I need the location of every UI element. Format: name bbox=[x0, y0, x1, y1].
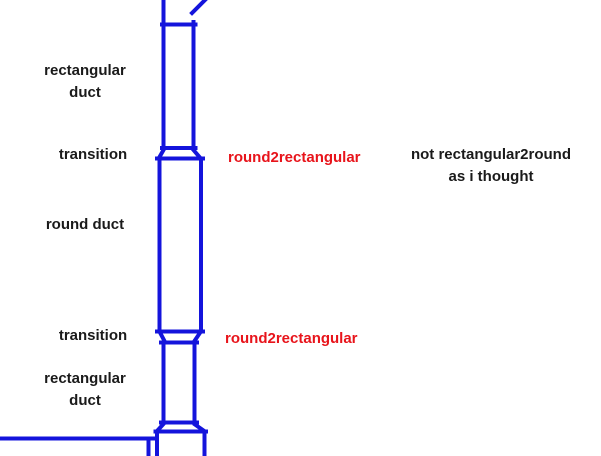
label-transition-top: transition bbox=[58, 146, 128, 163]
duct-elbow-top bbox=[160, 0, 208, 27]
duct-bottom-collar bbox=[153, 420, 208, 456]
transition-lower bbox=[155, 329, 205, 345]
label-rectangular-duct-bottom: rectangular duct bbox=[44, 370, 126, 409]
label-transition-bottom: transition bbox=[58, 327, 128, 344]
annotation-round2rectangular-bottom: round2rectangular bbox=[225, 330, 358, 347]
correction-note: not rectangular2round as i thought bbox=[410, 146, 571, 185]
round-duct bbox=[157, 156, 203, 334]
label-rectangular-duct-top: rectangular duct bbox=[44, 62, 126, 101]
wall-line bbox=[0, 436, 155, 456]
label-round-duct: round duct bbox=[45, 216, 125, 233]
rectangular-duct-upper bbox=[161, 0, 196, 150]
rectangular-duct-lower bbox=[161, 341, 197, 424]
transition-upper bbox=[155, 146, 205, 161]
annotation-round2rectangular-top: round2rectangular bbox=[228, 149, 361, 166]
